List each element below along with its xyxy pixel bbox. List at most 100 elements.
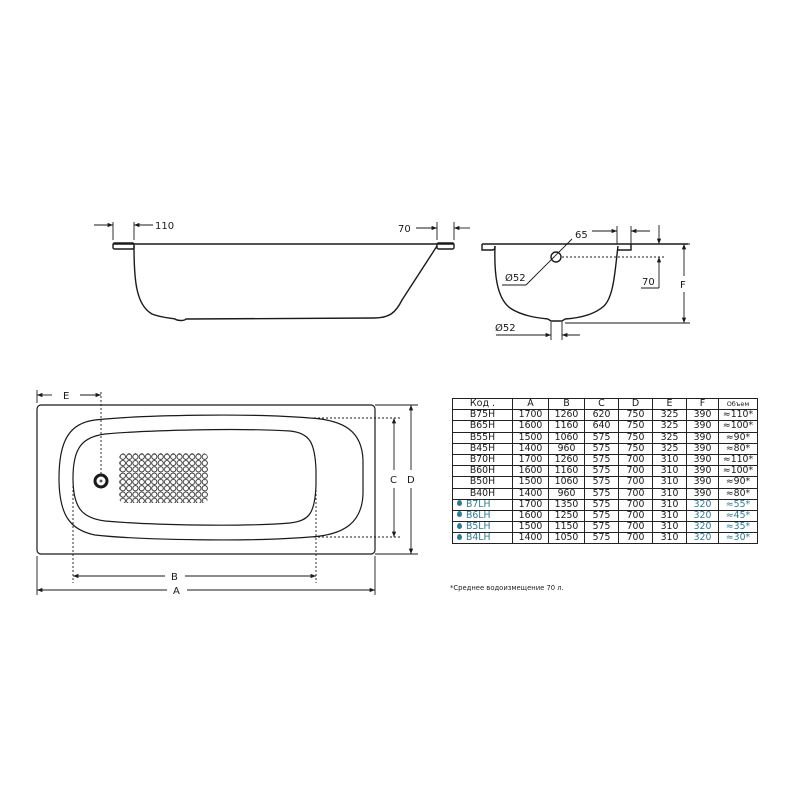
cell-a: 1500 (512, 431, 549, 444)
cell-code: B7LH (452, 498, 513, 511)
model-code: B45H (469, 442, 496, 454)
header-F: F (686, 397, 719, 411)
cell-b: 1260 (548, 409, 585, 422)
model-code: B70H (469, 454, 496, 466)
model-code: B7LH (466, 498, 491, 510)
side-view (94, 222, 470, 322)
cell-code: B65H (452, 420, 513, 433)
header-B: B (548, 397, 585, 411)
cell-f: 390 (686, 465, 719, 478)
cell-e: 325 (652, 431, 687, 444)
cell-c: 575 (584, 532, 619, 545)
cell-f: 320 (686, 532, 719, 545)
cell-code: B55H (452, 431, 513, 444)
cell-code: B40H (452, 487, 513, 500)
cell-d: 700 (618, 476, 653, 489)
cell-e: 325 (652, 442, 687, 455)
cell-vol: ≈100* (718, 420, 758, 433)
header-volume: Объем (718, 397, 758, 411)
cell-c: 575 (584, 431, 619, 444)
cell-c: 575 (584, 509, 619, 523)
cell-a: 1400 (512, 442, 549, 455)
cell-d: 750 (618, 442, 653, 455)
cell-d: 700 (618, 453, 653, 467)
cell-d: 700 (618, 498, 653, 511)
model-code: B6LH (466, 509, 491, 521)
footnote: *Среднее водоизмещение 70 л. (450, 584, 564, 592)
cell-f: 390 (686, 453, 719, 467)
model-code: B65H (469, 420, 496, 432)
header-D: D (618, 397, 653, 411)
cell-vol: ≈90* (718, 476, 758, 489)
outer-length-A-label: A (173, 586, 180, 597)
cell-code: B70H (452, 453, 513, 467)
water-drop-icon (457, 500, 462, 507)
overflow-depth-label: 70 (642, 277, 655, 288)
cell-code: B45H (452, 442, 513, 455)
cell-a: 1400 (512, 487, 549, 500)
cell-e: 310 (652, 521, 687, 534)
model-code: B40H (469, 487, 496, 499)
cell-f: 320 (686, 521, 719, 534)
model-code: B4LH (466, 532, 491, 544)
cell-e: 310 (652, 532, 687, 545)
cell-d: 700 (618, 487, 653, 500)
cell-b: 1250 (548, 509, 585, 523)
header-A: A (512, 397, 549, 411)
cell-code: B6LH (452, 509, 513, 523)
table-header-row: Код . A B C D E F Объем (452, 397, 758, 411)
cell-a: 1700 (512, 498, 549, 511)
cell-a: 1600 (512, 420, 549, 433)
water-drop-icon (457, 533, 462, 540)
cell-code: B60H (452, 465, 513, 478)
top-view (36, 390, 418, 595)
cell-d: 750 (618, 431, 653, 444)
cell-f: 390 (686, 409, 719, 422)
cell-a: 1400 (512, 532, 549, 545)
cell-vol: ≈80* (718, 442, 758, 455)
header-C: C (584, 397, 619, 411)
water-drop-icon (457, 511, 462, 518)
cell-d: 700 (618, 465, 653, 478)
cell-b: 1160 (548, 465, 585, 478)
cell-c: 620 (584, 409, 619, 422)
cell-b: 960 (548, 442, 585, 455)
model-code: B75H (469, 409, 496, 421)
cell-e: 310 (652, 476, 687, 489)
cell-a: 1700 (512, 453, 549, 467)
model-code: B50H (469, 476, 496, 488)
cell-vol: ≈100* (718, 465, 758, 478)
cell-f: 390 (686, 487, 719, 500)
cell-a: 1500 (512, 521, 549, 534)
inner-length-B-label: B (171, 572, 178, 583)
drain-offset-E-label: E (63, 391, 69, 402)
end-view (481, 225, 690, 340)
cell-d: 700 (618, 509, 653, 523)
height-F-label: F (680, 280, 686, 291)
cell-d: 750 (618, 409, 653, 422)
cell-b: 1350 (548, 498, 585, 511)
cell-e: 310 (652, 498, 687, 511)
cell-e: 310 (652, 465, 687, 478)
cell-vol: ≈35* (718, 521, 758, 534)
cell-b: 1150 (548, 521, 585, 534)
cell-code: B50H (452, 476, 513, 489)
cell-b: 1160 (548, 420, 585, 433)
cell-f: 320 (686, 509, 719, 523)
cell-vol: ≈90* (718, 431, 758, 444)
overflow-offset-label: 65 (575, 230, 588, 241)
side-rim-left-label: 110 (155, 221, 174, 232)
cell-b: 960 (548, 487, 585, 500)
cell-f: 390 (686, 476, 719, 489)
cell-f: 320 (686, 498, 719, 511)
header-code: Код . (452, 397, 513, 411)
cell-vol: ≈30* (718, 532, 758, 545)
